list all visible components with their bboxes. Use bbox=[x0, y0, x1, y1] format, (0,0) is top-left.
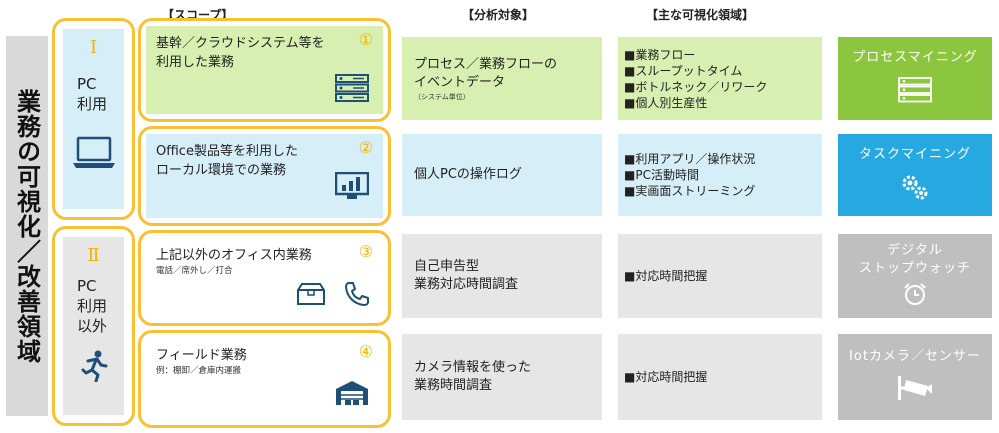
side-title: 業務の可視化／改善領域 bbox=[12, 88, 41, 364]
area-item: ■個人別生産性 bbox=[624, 95, 708, 110]
target-text: 自己申告型 bbox=[414, 259, 480, 274]
group-non-pc: Ⅱ PC 利用 以外 bbox=[52, 226, 135, 426]
tool-label: プロセスマイニング bbox=[852, 50, 978, 65]
row-number: ① bbox=[358, 30, 373, 49]
target-cell-3: 自己申告型 業務対応時間調査 bbox=[402, 234, 602, 318]
target-text: 個人PCの操作ログ bbox=[414, 167, 522, 182]
area-item: ■PC活動時間 bbox=[624, 168, 699, 182]
group-pc-use: Ⅰ PC 利用 bbox=[52, 18, 135, 220]
row-number: ③ bbox=[358, 242, 373, 261]
group-label: PC bbox=[77, 277, 97, 295]
scope-sub: 例：棚卸／倉庫内運搬 bbox=[156, 366, 242, 376]
side-title-panel: 業務の可視化／改善領域 bbox=[6, 36, 48, 416]
camera-icon bbox=[896, 374, 934, 406]
target-text: イベントデータ bbox=[414, 74, 506, 90]
scope-sub: 電話／席外し／打合 bbox=[156, 266, 233, 276]
area-item: ■利用アプリ／操作状況 bbox=[624, 152, 756, 166]
scope-box-1: 基幹／クラウドシステム等を 利用した業務 ① bbox=[138, 18, 391, 122]
laptop-icon bbox=[71, 136, 117, 174]
target-cell-4: カメラ情報を使った 業務時間調査 bbox=[402, 334, 602, 420]
target-cell-1: プロセス／業務フローの イベントデータ （システム単位） bbox=[402, 37, 602, 120]
target-sub: （システム単位） bbox=[414, 92, 470, 101]
gears-icon bbox=[898, 172, 932, 206]
area-item: ■実画面ストリーミング bbox=[624, 184, 756, 198]
target-cell-2: 個人PCの操作ログ bbox=[402, 134, 602, 216]
group-label: 以外 bbox=[77, 317, 108, 335]
target-text: カメラ情報を使った bbox=[414, 360, 532, 375]
scope-title: フィールド業務 bbox=[156, 348, 247, 363]
group-label: 利用 bbox=[77, 297, 108, 315]
scope-title: 上記以外のオフィス内業務 bbox=[156, 248, 312, 263]
tool-label: デジタル bbox=[887, 243, 943, 258]
area-cell-4: ■対応時間把握 bbox=[618, 334, 822, 420]
group-label: 利用 bbox=[77, 95, 108, 113]
row-number: ② bbox=[358, 138, 373, 157]
phone-icon bbox=[343, 280, 371, 312]
target-text: 業務対応時間調査 bbox=[414, 277, 519, 292]
area-item: ■ボトルネック／リワーク bbox=[624, 79, 768, 94]
scope-title: ローカル環境での業務 bbox=[156, 163, 287, 178]
area-item: ■対応時間把握 bbox=[624, 269, 708, 283]
area-cell-1: ■業務フロー ■スループットタイム ■ボトルネック／リワーク ■個人別生産性 bbox=[618, 37, 822, 120]
area-item: ■スループットタイム bbox=[624, 63, 743, 78]
scope-box-3: 上記以外のオフィス内業務 電話／席外し／打合 ③ bbox=[138, 230, 391, 326]
warehouse-icon bbox=[335, 380, 369, 410]
row-number: ④ bbox=[358, 342, 373, 361]
tool-process-mining: プロセスマイニング bbox=[838, 37, 992, 120]
area-item: ■対応時間把握 bbox=[624, 370, 708, 384]
tool-task-mining: タスクマイニング bbox=[838, 134, 992, 216]
server-icon bbox=[898, 77, 932, 107]
header-target: 【分析対象】 bbox=[462, 8, 535, 22]
scope-title: Office製品等を利用した bbox=[156, 144, 298, 159]
area-cell-2: ■利用アプリ／操作状況 ■PC活動時間 ■実画面ストリーミング bbox=[618, 134, 822, 216]
group-numeral: Ⅱ bbox=[87, 245, 100, 266]
server-icon bbox=[335, 74, 369, 106]
area-cell-3: ■対応時間把握 bbox=[618, 234, 822, 318]
running-person-icon bbox=[80, 350, 108, 386]
header-area: 【主な可視化領域】 bbox=[646, 8, 755, 22]
tool-label: Iotカメラ／センサー bbox=[849, 349, 981, 364]
scope-box-2: Office製品等を利用した ローカル環境での業務 ② bbox=[138, 126, 391, 226]
scope-title: 基幹／クラウドシステム等を bbox=[156, 36, 325, 51]
area-item: ■業務フロー bbox=[624, 47, 696, 62]
tool-label: タスクマイニング bbox=[858, 147, 971, 162]
target-text: 業務時間調査 bbox=[414, 378, 493, 393]
tool-digital-stopwatch: デジタル ストップウォッチ bbox=[838, 234, 992, 318]
group-numeral: Ⅰ bbox=[89, 37, 98, 58]
tool-iot-camera: Iotカメラ／センサー bbox=[838, 334, 992, 420]
group-label: PC bbox=[77, 75, 97, 93]
target-text: プロセス／業務フローの bbox=[414, 56, 558, 72]
chart-monitor-icon bbox=[334, 171, 370, 204]
scope-title: 利用した業務 bbox=[156, 55, 235, 70]
scope-box-4: フィールド業務 例：棚卸／倉庫内運搬 ④ bbox=[138, 330, 391, 428]
box-icon bbox=[295, 282, 327, 310]
alarm-clock-icon bbox=[902, 282, 928, 310]
tool-label: ストップウォッチ bbox=[858, 261, 971, 276]
